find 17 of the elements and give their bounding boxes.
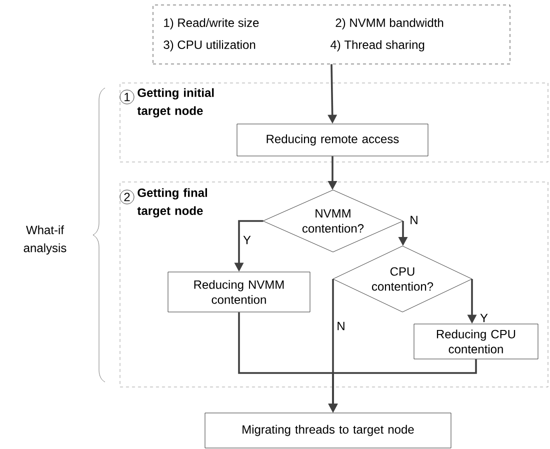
stage-heading: Getting final target node [137,188,207,218]
edge-label: Y [242,234,252,246]
side-label: What-if analysis [24,225,66,255]
parameter-text: 1) Read/write size [164,18,259,30]
process-box: Reducing NVMM contention [168,272,310,312]
step-number: 1 [120,90,134,104]
step-number: 2 [120,190,134,204]
edge-label: Y [479,312,489,324]
parameter-text: 3) CPU utilization [164,40,256,52]
process-box: Reducing CPU contention [414,324,538,360]
process-box: Reducing remote access [236,124,428,156]
stage-heading: Getting initial target node [137,88,214,118]
process-box: Migrating threads to target node [204,412,452,448]
parameter-text: 4) Thread sharing [330,40,424,52]
edge-label: N [408,214,420,226]
parameter-text: 2) NVMM bandwidth [336,18,444,30]
edge-label: N [336,320,346,332]
